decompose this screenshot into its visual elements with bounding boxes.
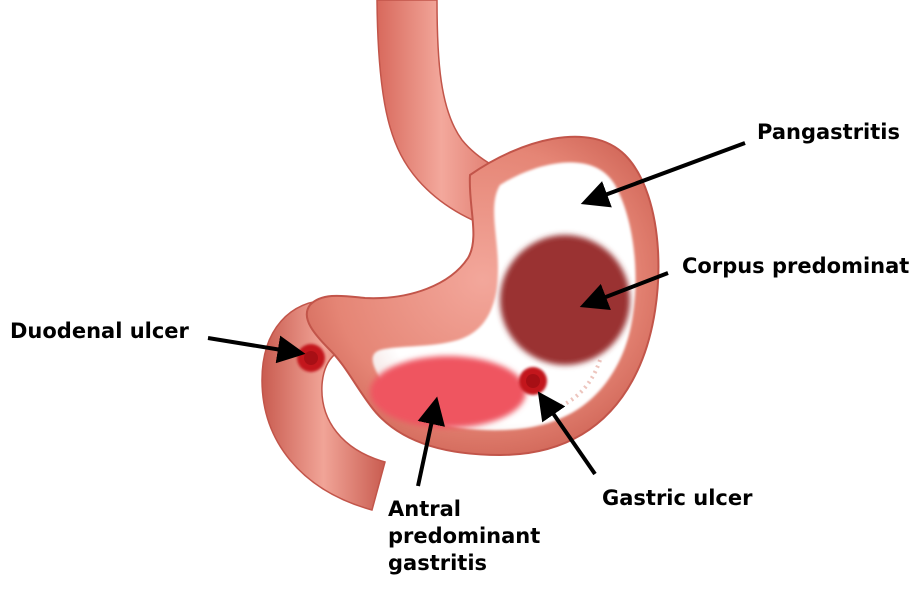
- gastric-ulcer-core: [526, 374, 540, 388]
- label-antral-line-3: gastritis: [388, 550, 540, 577]
- label-antral-predominant-gastritis: Antral predominant gastritis: [388, 496, 540, 577]
- corpus-region: [500, 235, 630, 365]
- label-corpus-predominat: Corpus predominat: [682, 253, 909, 280]
- duodenal-ulcer-core: [304, 351, 318, 365]
- label-antral-line-1: Antral: [388, 496, 540, 523]
- label-pangastritis: Pangastritis: [757, 119, 900, 146]
- label-duodenal-ulcer: Duodenal ulcer: [10, 318, 189, 345]
- label-gastric-ulcer: Gastric ulcer: [602, 485, 752, 512]
- antral-region: [370, 356, 526, 428]
- label-antral-line-2: predominant: [388, 523, 540, 550]
